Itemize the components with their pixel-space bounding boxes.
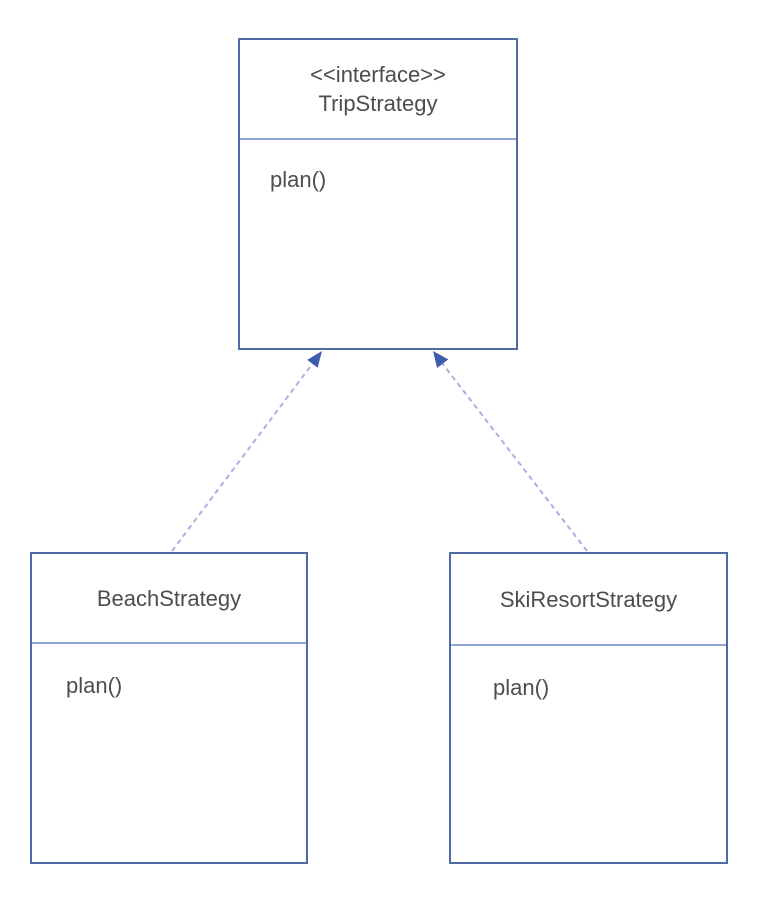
realization-arrowhead-ski [433,351,449,368]
class-box-beachstrategy: BeachStrategy plan() [30,552,308,864]
stereotype-label: <<interface>> [310,62,446,87]
class-box-skiresortstrategy: SkiResortStrategy plan() [449,552,728,864]
class-name-label: BeachStrategy [96,585,242,611]
class-box-methods: plan() [451,646,726,702]
method-label: plan() [66,673,123,698]
class-name-label: SkiResortStrategy [499,586,678,612]
interface-box-tripstrategy: <<interface>> TripStrategy plan() [238,38,518,350]
interface-name-label: TripStrategy [318,91,438,116]
interface-box-header: <<interface>> TripStrategy [240,40,516,140]
class-box-methods: plan() [32,644,306,700]
class-box-header: BeachStrategy [32,554,306,644]
realization-line-beach [171,362,314,552]
interface-box-methods: plan() [240,140,516,194]
realization-arrowhead-beach [307,351,322,368]
class-box-header: SkiResortStrategy [451,554,726,646]
method-label: plan() [493,675,550,700]
method-label: plan() [270,167,327,192]
realization-line-ski [441,362,588,552]
